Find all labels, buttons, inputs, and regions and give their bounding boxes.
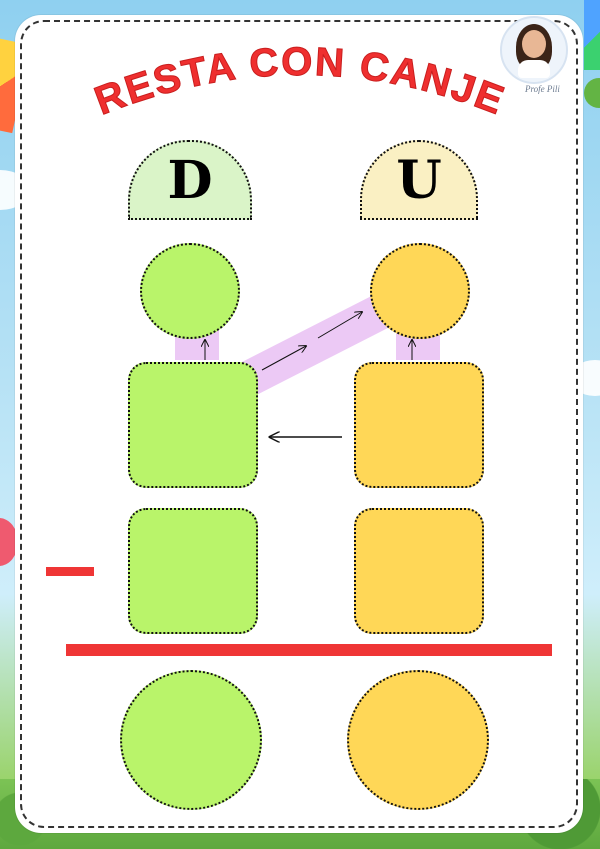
avatar (500, 16, 568, 84)
svg-text:RESTA CON CANJE: RESTA CON CANJE (89, 40, 511, 124)
carry-circle-tens[interactable] (140, 243, 240, 339)
worksheet-card (15, 15, 583, 833)
page-title: RESTA CON CANJE (80, 39, 520, 130)
minus-sign (46, 567, 94, 576)
header-units: U (360, 140, 478, 220)
balloon-left (0, 518, 18, 566)
subtrahend-units-box[interactable] (354, 508, 484, 634)
minuend-units-box[interactable] (354, 362, 484, 488)
author-label: Profe Pili (525, 84, 560, 94)
result-circle-tens[interactable] (120, 670, 262, 810)
title-text: RESTA CON CANJE (88, 39, 509, 124)
worksheet-border (20, 20, 578, 828)
ball-right (584, 78, 600, 108)
subtrahend-tens-box[interactable] (128, 508, 258, 634)
kite-right (584, 0, 600, 70)
result-line (66, 644, 552, 656)
result-circle-units[interactable] (347, 670, 489, 810)
carry-circle-units[interactable] (370, 243, 470, 339)
minuend-tens-box[interactable] (128, 362, 258, 488)
